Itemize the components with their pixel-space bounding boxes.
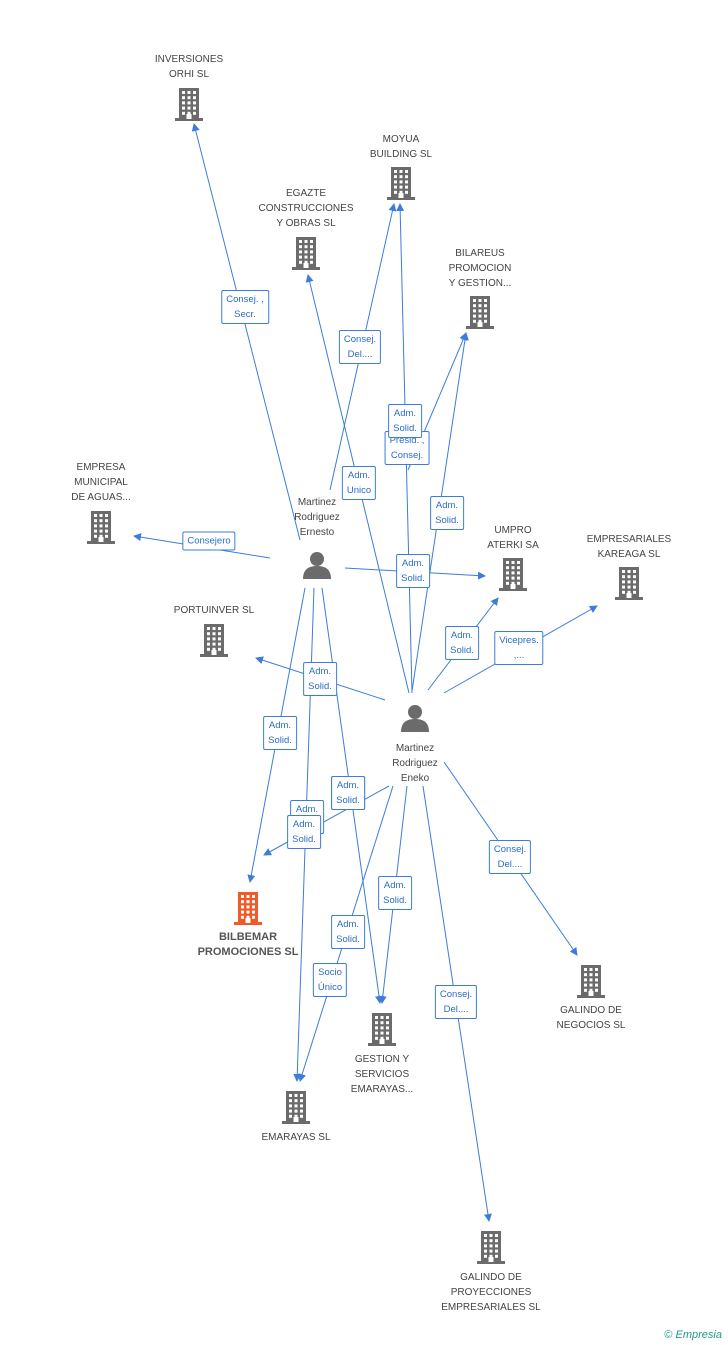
node-label-line: EMARAYAS...: [350, 1084, 414, 1095]
node-label-bil[interactable]: BILAREUS PROMOCION Y GESTION...: [449, 246, 512, 291]
node-label-line: Martinez: [297, 497, 337, 508]
footer-brand[interactable]: © Empresia: [664, 1329, 722, 1341]
node-label-line: ATERKI SA: [487, 540, 539, 551]
node-label-gne[interactable]: GALINDO DE NEGOCIOS SL: [557, 1003, 626, 1033]
building-icon[interactable]: [614, 566, 644, 605]
node-label-line: Eneko: [400, 773, 430, 784]
node-label-line: Martinez: [395, 743, 435, 754]
node-label-line: PROMOCION: [448, 263, 512, 274]
node-label-line: BILAREUS: [455, 248, 505, 259]
node-label-line: EMPRESA: [76, 462, 126, 473]
node-label-line: GALINDO DE: [560, 1005, 622, 1016]
edge-label-ene-por[interactable]: Adm. Solid.: [303, 662, 337, 696]
building-icon[interactable]: [498, 557, 528, 596]
building-icon[interactable]: [576, 964, 606, 1003]
node-label-bbm[interactable]: BILBEMAR PROMOCIONES SL: [198, 930, 299, 960]
node-label-moy[interactable]: MOYUA BUILDING SL: [370, 132, 432, 162]
node-label-line: BILBEMAR: [218, 931, 278, 943]
building-icon[interactable]: [199, 623, 229, 662]
node-label-line: BUILDING SL: [369, 149, 433, 160]
edge-label-ene-gne[interactable]: Consej. Del....: [488, 840, 532, 874]
building-icon[interactable]: [174, 87, 204, 126]
edge-label-ene-bbm[interactable]: Adm. Solid.: [287, 815, 321, 849]
edge-label-ene-gpe[interactable]: Consej. Del....: [434, 985, 478, 1019]
node-label-line: Y GESTION...: [448, 278, 512, 289]
node-label-line: KAREAGA SL: [597, 549, 661, 560]
node-label-ump[interactable]: UMPRO ATERKI SA: [487, 523, 539, 553]
edge-label-ene-kar[interactable]: Vicepres. ,...: [494, 631, 544, 665]
node-label-line: EGAZTE: [285, 188, 327, 199]
node-label-line: EMPRESARIALES SL: [441, 1302, 541, 1313]
building-icon[interactable]: [367, 1012, 397, 1051]
edge-label-ene-bil[interactable]: Adm. Solid.: [430, 496, 464, 530]
building-icon[interactable]: [233, 891, 263, 930]
node-label-por[interactable]: PORTUINVER SL: [174, 603, 254, 618]
edge-label-ern-inv[interactable]: Consej. , Secr.: [221, 290, 269, 324]
person-icon[interactable]: [302, 551, 332, 584]
edge-label-extra[interactable]: Adm. Solid.: [331, 915, 365, 949]
edge-label-ern-ump[interactable]: Adm. Solid.: [396, 554, 430, 588]
edge-ene-bbm: [263, 785, 390, 856]
node-label-line: Rodriguez: [392, 758, 438, 769]
node-label-line: UMPRO: [494, 525, 532, 536]
edge-label-ene-bil[interactable]: Adm. Solid.: [388, 404, 422, 438]
node-label-line: MOYUA: [382, 134, 420, 145]
building-icon[interactable]: [281, 1090, 311, 1129]
node-label-line: NEGOCIOS SL: [556, 1020, 626, 1031]
node-label-line: EMARAYAS SL: [261, 1132, 331, 1143]
node-label-line: Rodriguez: [294, 512, 340, 523]
node-label-line: GALINDO DE: [460, 1272, 522, 1283]
node-label-line: EMPRESARIALES: [586, 534, 672, 545]
node-label-ema[interactable]: EMARAYAS SL: [261, 1130, 330, 1145]
edge-label-ern-bbm[interactable]: Adm. Solid.: [263, 716, 297, 750]
node-label-kar[interactable]: EMPRESARIALES KAREAGA SL: [587, 532, 671, 562]
edge-ern-inv: [191, 123, 301, 541]
node-label-line: DE AGUAS...: [71, 492, 131, 503]
node-label-line: MUNICIPAL: [74, 477, 128, 488]
edge-label-ene-ump[interactable]: Adm. Solid.: [445, 626, 479, 660]
node-label-emp[interactable]: EMPRESA MUNICIPAL DE AGUAS...: [71, 460, 130, 505]
node-label-ges[interactable]: GESTION Y SERVICIOS EMARAYAS...: [351, 1052, 413, 1097]
person-icon[interactable]: [400, 704, 430, 737]
node-label-line: PROYECCIONES: [450, 1287, 532, 1298]
node-label-inv[interactable]: INVERSIONES ORHI SL: [155, 52, 223, 82]
building-icon[interactable]: [86, 510, 116, 549]
edge-label-ene-ema[interactable]: Socio Único: [312, 963, 348, 997]
node-label-ega[interactable]: EGAZTE CONSTRUCCIONES Y OBRAS SL: [258, 186, 353, 231]
brand-name: Empresia: [675, 1329, 722, 1341]
node-label-line: SERVICIOS: [354, 1069, 410, 1080]
building-icon[interactable]: [476, 1230, 506, 1269]
node-label-line: Y OBRAS SL: [276, 218, 336, 229]
node-label-line: ORHI SL: [168, 69, 210, 80]
building-icon[interactable]: [291, 236, 321, 275]
copyright-symbol: ©: [664, 1329, 673, 1341]
node-label-gpe[interactable]: GALINDO DE PROYECCIONES EMPRESARIALES SL: [441, 1270, 540, 1315]
node-label-line: GESTION Y: [354, 1054, 410, 1065]
building-icon[interactable]: [386, 166, 416, 205]
node-label-line: CONSTRUCCIONES: [258, 203, 354, 214]
node-label-line: INVERSIONES: [154, 54, 224, 65]
edge-label-extra[interactable]: Adm. Solid.: [331, 776, 365, 810]
edge-label-ern-emp[interactable]: Consejero: [182, 531, 236, 551]
building-icon[interactable]: [465, 295, 495, 334]
edge-label-ene-ges[interactable]: Adm. Solid.: [378, 876, 412, 910]
node-label-line: PORTUINVER SL: [173, 605, 255, 616]
node-label-line: Ernesto: [299, 527, 335, 538]
edge-label-ene-ega[interactable]: Adm. Unico: [341, 466, 377, 500]
edge-label-ern-moy[interactable]: Consej. Del....: [338, 330, 382, 364]
node-label-line: PROMOCIONES SL: [197, 946, 299, 958]
